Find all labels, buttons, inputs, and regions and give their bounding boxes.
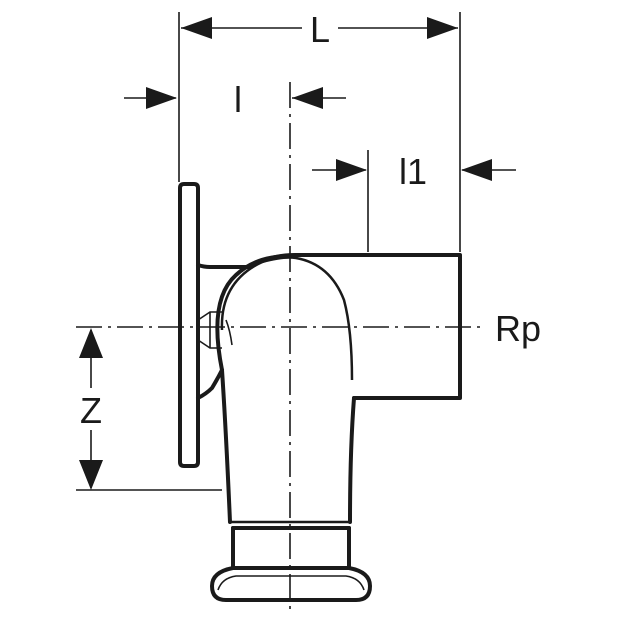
arrow-right-icon	[146, 87, 177, 109]
dimension-L: L	[181, 8, 458, 50]
label-l: l	[234, 79, 242, 120]
sealing-bead-inner-line	[217, 575, 365, 591]
bore-detail-line	[225, 319, 233, 346]
arrow-right-icon	[336, 159, 367, 181]
centerlines	[76, 82, 480, 612]
arrow-right-icon	[427, 17, 458, 39]
dimension-Z: Z	[72, 328, 110, 490]
label-Rp: Rp	[495, 308, 541, 349]
flange-neck-bottom	[196, 368, 224, 400]
label-L: L	[310, 9, 330, 50]
elbow-inner-bore	[220, 256, 354, 381]
arrow-left-icon	[292, 87, 323, 109]
flange-neck-top	[196, 263, 253, 269]
extension-lines	[76, 12, 461, 491]
wall-flange-plate	[178, 182, 200, 468]
arrow-left-icon	[461, 159, 492, 181]
elbow-outer-curve-left	[215, 254, 292, 372]
sealing-bead	[210, 566, 372, 602]
elbow-right-wall	[348, 396, 356, 524]
dimension-l: l	[124, 79, 346, 120]
arrow-left-icon	[181, 17, 212, 39]
dimension-l1: l1	[312, 151, 516, 192]
fitting-body	[178, 182, 462, 602]
label-Z-background	[72, 388, 110, 430]
arrow-up-icon	[79, 328, 103, 358]
label-Z: Z	[80, 390, 102, 431]
arrow-down-icon	[79, 460, 103, 490]
label-l1: l1	[399, 151, 427, 192]
elbow-left-wall	[220, 368, 232, 524]
label-L-background	[302, 8, 338, 48]
